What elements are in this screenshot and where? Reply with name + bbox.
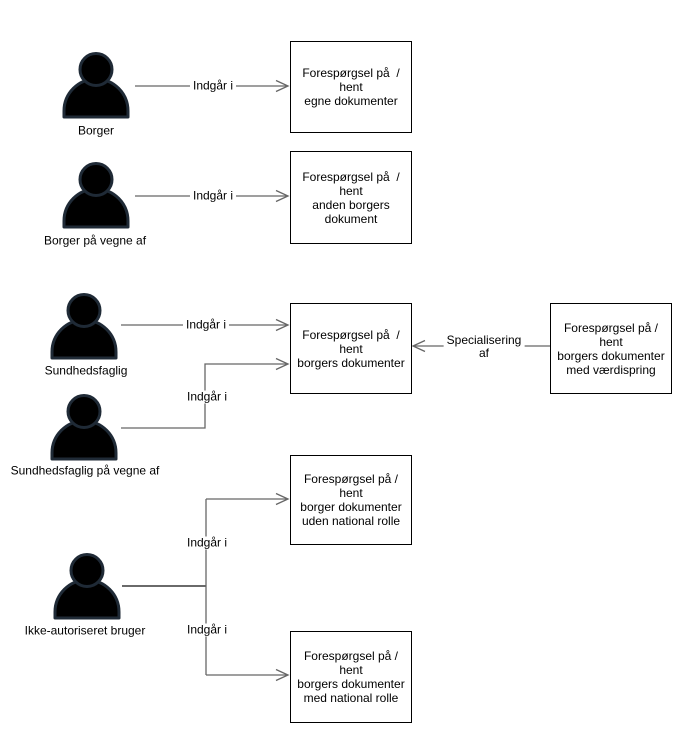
use-case-egne-dokumenter: Forespørgsel på / hent egne dokumenter bbox=[290, 41, 412, 133]
edge-label-specialisering-af: Specialisering af bbox=[443, 334, 525, 360]
person-icon-ikke-autoriseret-bruger bbox=[53, 553, 121, 620]
actor-label-ikke-autoriseret-bruger: Ikke-autoriseret bruger bbox=[24, 623, 146, 638]
use-case-borgers-dokumenter-med-vaerdispring: Forespørgsel på / hent borgers dokumente… bbox=[550, 303, 672, 394]
edge-label-indgaar-i-6: Indgår i bbox=[183, 623, 231, 637]
person-icon-borger-paa-vegne-af bbox=[62, 162, 130, 229]
person-icon-sundhedsfaglig-paa-vegne-af bbox=[50, 394, 118, 461]
person-icon-sundhedsfaglig bbox=[50, 293, 118, 360]
actor-label-borger-paa-vegne-af: Borger på vegne af bbox=[43, 233, 147, 248]
actor-label-sundhedsfaglig-paa-vegne-af: Sundhedsfaglig på vegne af bbox=[10, 463, 160, 478]
use-case-borgers-dokumenter-med-national-rolle: Forespørgsel på / hent borgers dokumente… bbox=[290, 631, 412, 723]
use-case-borgers-dokumenter: Forespørgsel på / hent borgers dokumente… bbox=[290, 303, 412, 394]
use-case-borger-dokumenter-uden-national-rolle: Forespørgsel på / hent borger dokumenter… bbox=[290, 455, 412, 545]
person-icon-borger bbox=[62, 52, 130, 119]
actor-label-borger: Borger bbox=[77, 123, 115, 138]
edge-label-indgaar-i-5: Indgår i bbox=[183, 536, 231, 550]
edge-label-indgaar-i-4: Indgår i bbox=[183, 390, 231, 404]
edge-label-indgaar-i-2: Indgår i bbox=[189, 189, 237, 203]
edge-label-indgaar-i-3: Indgår i bbox=[182, 318, 230, 332]
actor-label-sundhedsfaglig: Sundhedsfaglig bbox=[44, 363, 128, 378]
use-case-anden-borgers-dokument: Forespørgsel på / hent anden borgers dok… bbox=[290, 151, 412, 244]
edge-label-indgaar-i-1: Indgår i bbox=[189, 79, 237, 93]
